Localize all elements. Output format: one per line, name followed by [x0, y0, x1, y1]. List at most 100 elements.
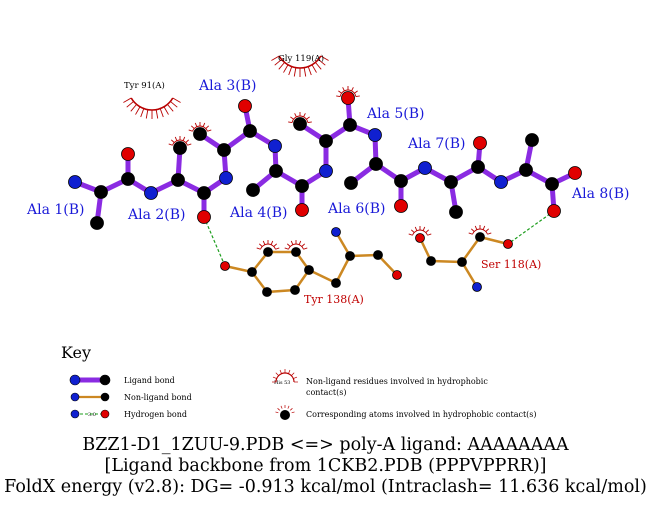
hydrophobic-spoke	[482, 225, 486, 230]
ligplot-svg: Ala 1(B) Ala 2(B) Ala 3(B) Ala 4(B) Ala …	[26, 53, 630, 420]
residue-atom	[263, 247, 273, 257]
ligand-atom	[269, 164, 283, 178]
hydrophobic-spoke	[130, 104, 137, 112]
hydrophobic-spoke	[126, 101, 134, 108]
hydrophobic-arc	[291, 115, 309, 123]
ligand-atom	[368, 128, 382, 142]
ligand-atom	[418, 161, 432, 175]
ligand-atom	[121, 147, 135, 161]
residue-atom	[291, 247, 301, 257]
ligand-atom	[197, 186, 211, 200]
hydrophobic-spoke	[320, 55, 329, 61]
hydrophobic-spoke	[338, 90, 342, 94]
hydrophobic-spoke	[280, 405, 283, 409]
hydrophobic-spoke	[289, 408, 293, 411]
hydrophobic-spoke	[485, 228, 490, 232]
hydrophobic-spoke	[194, 122, 198, 127]
hydrophobic-spoke	[293, 67, 297, 77]
key-hydrophobic-atom-sample	[280, 410, 290, 420]
ligand-label-ala8: Ala 8(B)	[571, 186, 630, 202]
hydrophobic-spoke	[342, 87, 345, 92]
hydrophobic-arc	[278, 55, 322, 69]
key-sample-residue: His 53	[274, 380, 290, 386]
key-atom	[70, 409, 80, 419]
hydrophobic-spoke	[278, 62, 285, 70]
ligand-atom	[219, 171, 233, 185]
hydrophobic-spoke	[286, 243, 291, 247]
ligand-atom	[121, 172, 135, 186]
hydrophobic-spoke	[205, 125, 210, 129]
ligand-atom	[568, 166, 582, 180]
hydrophobic-spoke	[279, 369, 282, 374]
ligand-atom	[344, 176, 358, 190]
ligand-atom	[545, 177, 559, 191]
ligand-atom	[319, 164, 333, 178]
ligand-atom	[94, 185, 108, 199]
hydrophobic-spoke	[294, 113, 297, 118]
residue-atom	[290, 285, 300, 295]
hydrophobic-spoke	[262, 240, 266, 245]
ligand-atom	[319, 134, 333, 148]
ligand-label-ala3: Ala 3(B)	[198, 78, 257, 94]
ligand-atom	[394, 199, 408, 213]
key-nonligand-bond-label: Non-ligand bond	[124, 393, 192, 402]
nonligand-bond	[307, 268, 338, 285]
hydrophobic-spoke	[291, 372, 295, 376]
ligand-atom	[238, 99, 252, 113]
caption-energy: FoldX energy (v2.8): DG= -0.913 kcal/mol…	[4, 477, 647, 497]
key-hyd-residue-label: Non-ligand residues involved in hydropho…	[306, 377, 488, 386]
residue-atom	[345, 251, 355, 261]
hydrophobic-spoke	[275, 247, 280, 250]
ligand-atom	[343, 118, 357, 132]
hydrophobic-spoke	[315, 62, 322, 70]
hydrophobic-atom-arc	[288, 112, 312, 124]
hydrophobic-spoke	[145, 109, 149, 119]
residue-atom	[331, 278, 341, 288]
ligand-atom	[246, 183, 260, 197]
residue-atom	[503, 239, 513, 249]
hydrophobic-spoke	[172, 97, 181, 103]
hydrophobic-spoke	[487, 232, 492, 235]
hydrophobic-spoke	[167, 104, 174, 112]
residue-atom	[247, 267, 257, 277]
key-atom	[100, 409, 110, 419]
hydrogen-bond	[507, 210, 555, 245]
ligand-label-ala6: Ala 6(B)	[327, 201, 386, 217]
ligand-atom	[525, 133, 539, 147]
key-hyd-atom-label: Corresponding atoms involved in hydropho…	[306, 410, 537, 419]
key-atom	[70, 392, 80, 402]
hydrophobic-arc	[192, 125, 208, 132]
hydrophobic-spoke	[470, 228, 475, 232]
hydrogen-bond	[203, 216, 226, 267]
ligand-atom	[449, 205, 463, 219]
hydrophobic-spoke	[187, 143, 192, 146]
hydrophobic-spoke	[256, 247, 261, 250]
residue-atom	[392, 270, 402, 280]
key-atom	[69, 374, 81, 386]
hydrophobic-spoke	[288, 121, 293, 124]
residue-label-ser118: Ser 118(A)	[481, 258, 541, 271]
ligand-atom	[268, 139, 282, 153]
hydrophobic-spoke	[291, 411, 295, 414]
hydrophobic-spoke	[283, 64, 289, 73]
ligand-atom	[369, 157, 383, 171]
residue-atom	[373, 250, 383, 260]
hydrophobic-spoke	[190, 125, 195, 129]
ligand-atom	[471, 160, 485, 174]
hydrophobic-spoke	[185, 139, 190, 143]
hydrophobic-residue-tyr91	[123, 97, 181, 119]
hydrophobic-arc	[288, 243, 304, 250]
key-hydrophobic-atom-arc	[275, 405, 295, 414]
hydrophobic-spoke	[284, 247, 289, 250]
hydrophobic-spoke	[202, 122, 206, 127]
hydrophobic-spoke	[275, 372, 279, 376]
residue-atom	[426, 256, 436, 266]
ligand-atom	[68, 175, 82, 189]
hydrophobic-spoke	[135, 106, 141, 115]
hydrophobic-spoke	[303, 113, 306, 118]
ligand-label-ala5: Ala 5(B)	[366, 106, 425, 122]
key-hbond-length: 3.0	[88, 412, 96, 418]
hydrophobic-spoke	[207, 129, 212, 132]
hydrophobic-spoke	[336, 95, 341, 98]
hydrophobic-spoke	[170, 101, 178, 108]
